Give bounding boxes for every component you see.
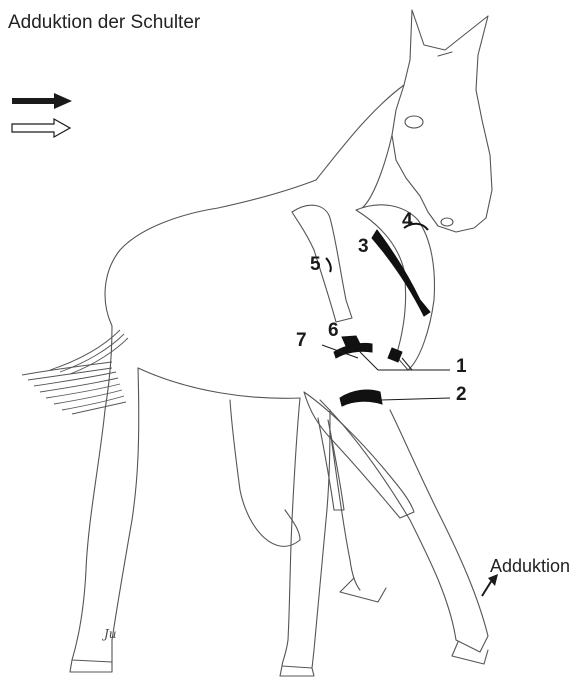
horse-nostril bbox=[441, 218, 453, 226]
horse-head bbox=[392, 10, 492, 232]
label-1: 1 bbox=[456, 356, 467, 378]
horse-hindleg-left bbox=[72, 326, 139, 662]
horse-frontleg-right bbox=[320, 400, 488, 652]
adduktion-arrow bbox=[482, 574, 498, 596]
label-6: 6 bbox=[328, 320, 339, 342]
artist-signature: Ju bbox=[101, 627, 117, 641]
label-7: 7 bbox=[296, 330, 307, 352]
adduktion-label: Adduktion bbox=[490, 556, 570, 577]
label-3: 3 bbox=[358, 236, 369, 258]
legend-outline-arrow bbox=[12, 119, 70, 137]
label-5: 5 bbox=[310, 254, 321, 276]
muscle-3 bbox=[372, 230, 430, 316]
horse-back bbox=[105, 180, 316, 326]
muscle-2 bbox=[340, 390, 382, 406]
horse-eye bbox=[405, 116, 423, 128]
muscle-5 bbox=[326, 258, 331, 272]
horse-frontleg-left bbox=[282, 398, 330, 668]
horse-outline bbox=[70, 10, 492, 676]
label-2: 2 bbox=[456, 384, 467, 406]
horse-neck bbox=[316, 85, 404, 180]
scapula-outline bbox=[292, 205, 352, 322]
legend-solid-arrow bbox=[12, 93, 72, 109]
horse-hindleg-right bbox=[230, 400, 300, 546]
label-4: 4 bbox=[402, 210, 413, 232]
muscle-strokes bbox=[326, 224, 430, 406]
horse-belly bbox=[138, 368, 300, 398]
